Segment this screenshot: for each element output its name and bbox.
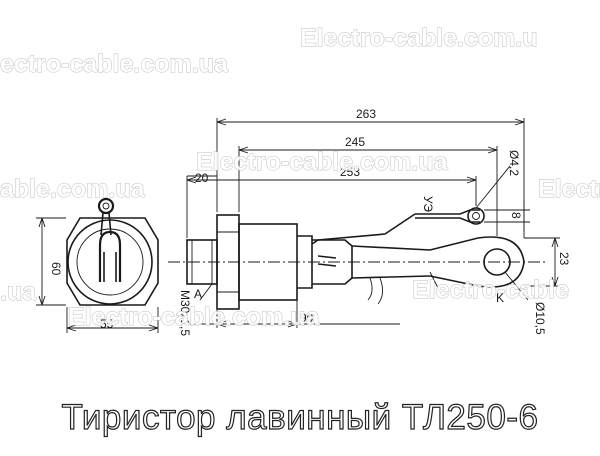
dim-20: 20 bbox=[195, 171, 209, 185]
watermark-bottom: Electro-cable.com.ua bbox=[68, 303, 321, 331]
dim-hole-10-5: Ø10,5 bbox=[533, 302, 547, 335]
dim-253: 253 bbox=[340, 165, 360, 179]
watermark-right-bottom-partial: Electro-cable bbox=[412, 276, 569, 304]
dimension-lines bbox=[186, 118, 560, 328]
caption-title: Тиристор лавинный ТЛ250-6 bbox=[61, 397, 539, 437]
watermark-top-left: ectro-cable.com.ua bbox=[0, 50, 229, 78]
dimension-labels: 263 245 253 20 90 55 60 M30x1,5 Ø4,2 8 2… bbox=[49, 107, 571, 336]
marker-cathode: K bbox=[496, 291, 504, 305]
side-view bbox=[168, 207, 545, 310]
marker-anode: A bbox=[194, 287, 202, 301]
dim-23: 23 bbox=[557, 252, 571, 266]
watermark-left-partial: able.com.ua bbox=[0, 175, 146, 203]
watermark-top-right: Electro-cable.com.u bbox=[300, 24, 538, 52]
dim-245: 245 bbox=[345, 135, 365, 149]
dim-60: 60 bbox=[49, 262, 63, 276]
marker-gate: УЭ bbox=[421, 196, 435, 212]
watermark-middle: Electro-cable.com.ua bbox=[196, 148, 449, 176]
watermark-left-bottom-partial: .ua bbox=[0, 278, 37, 306]
dim-263: 263 bbox=[356, 107, 376, 121]
dim-90: 90 bbox=[300, 311, 314, 325]
dim-thread: M30x1,5 bbox=[178, 290, 192, 336]
dim-8: 8 bbox=[509, 212, 523, 219]
watermark-right-partial: Electro bbox=[538, 175, 600, 203]
front-view bbox=[36, 197, 159, 333]
dim-55: 55 bbox=[100, 317, 114, 331]
dim-hole-4-2: Ø4,2 bbox=[507, 150, 521, 176]
watermarks: Electro-cable.com.u ectro-cable.com.ua E… bbox=[0, 24, 600, 332]
